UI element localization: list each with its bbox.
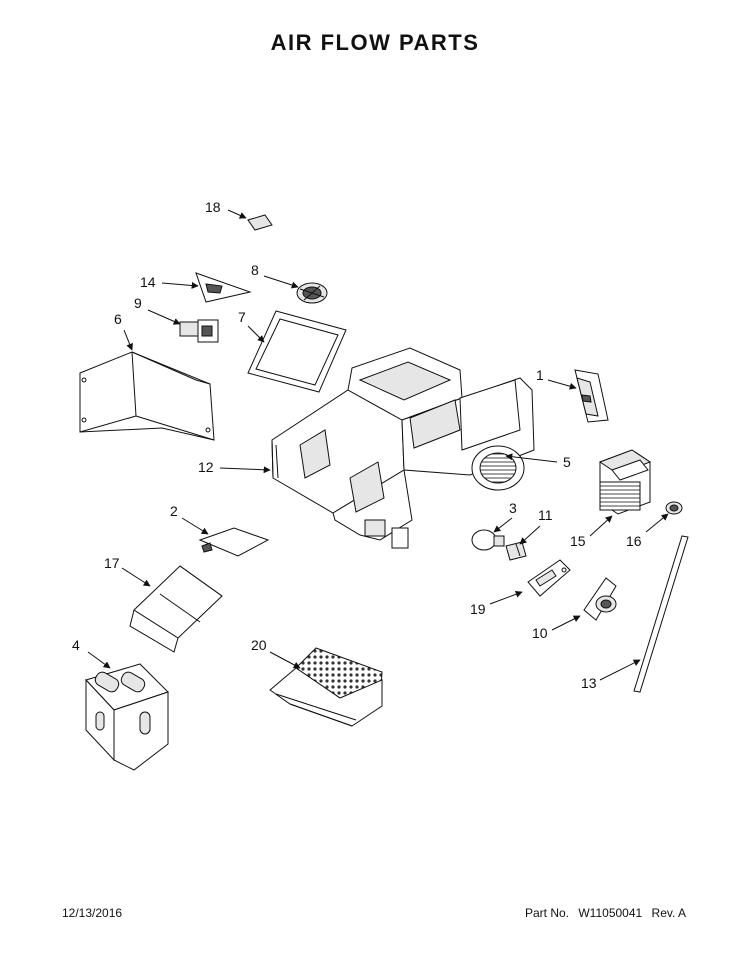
part-19-switch-bracket (527, 559, 571, 597)
part-9-damper-motor (179, 319, 219, 343)
callout-12: 12 (198, 459, 214, 475)
part-2-cover-plate (198, 527, 270, 557)
leader-16 (645, 513, 669, 533)
part-1-bracket (574, 369, 609, 423)
callout-17: 17 (104, 555, 120, 571)
leader-15 (589, 515, 613, 537)
callout-2: 2 (170, 503, 178, 519)
part-16-thermal-fuse (665, 501, 683, 515)
page-title: AIR FLOW PARTS (270, 30, 480, 55)
part-7-filter-frame (247, 310, 347, 393)
part-no-value: W11050041 (578, 906, 643, 920)
part-20-grille (269, 647, 383, 727)
leader-1 (547, 379, 577, 390)
leader-14 (161, 281, 199, 289)
leader-19 (489, 590, 523, 605)
callout-8: 8 (251, 262, 259, 278)
part-14-bracket (195, 272, 252, 303)
part-4-support-bracket (85, 663, 169, 771)
leader-18 (227, 209, 247, 219)
part-15-transformer (598, 449, 652, 515)
part-3-lamp-bulb (471, 529, 505, 551)
leader-10 (551, 615, 581, 631)
callout-7: 7 (238, 309, 246, 325)
callout-14: 14 (140, 274, 156, 290)
leader-9 (147, 309, 181, 325)
leader-13 (599, 659, 641, 681)
part-18-label-plate (247, 214, 273, 231)
footer-part-info: Part No. W11050041 Rev. A (519, 906, 686, 920)
leader-2 (181, 517, 209, 535)
callout-10: 10 (532, 625, 548, 641)
callout-9: 9 (134, 295, 142, 311)
callout-4: 4 (72, 637, 80, 653)
callout-11: 11 (538, 507, 553, 523)
leader-8 (263, 275, 299, 289)
callout-19: 19 (470, 601, 486, 617)
leader-7 (247, 325, 265, 343)
callout-6: 6 (114, 311, 122, 327)
leader-11 (519, 525, 541, 545)
leader-12 (219, 466, 271, 474)
part-17-stirrer-cover (129, 565, 223, 653)
part-10-sensor-bracket (583, 577, 617, 621)
leader-20 (269, 651, 301, 669)
callout-16: 16 (626, 533, 642, 549)
callout-5: 5 (563, 454, 571, 470)
leader-4 (87, 651, 111, 669)
callout-20: 20 (251, 637, 267, 653)
leader-5 (505, 453, 558, 463)
leader-17 (121, 567, 151, 587)
callout-1: 1 (536, 367, 544, 383)
footer-date: 12/13/2016 (62, 906, 123, 920)
part-8-fan-disc (296, 282, 328, 304)
part-no-label: Part No. (525, 906, 570, 920)
callout-15: 15 (570, 533, 586, 549)
part-6-vent-duct (79, 351, 215, 441)
callout-18: 18 (205, 199, 221, 215)
leader-6 (123, 329, 133, 351)
part-11-lamp-socket (505, 541, 527, 561)
callout-3: 3 (509, 500, 517, 516)
part-13-rod (633, 535, 689, 693)
part-12-air-guide-housing (271, 347, 535, 549)
callout-13: 13 (581, 675, 597, 691)
leader-3 (493, 517, 513, 533)
revision-label: Rev. A (651, 906, 686, 920)
